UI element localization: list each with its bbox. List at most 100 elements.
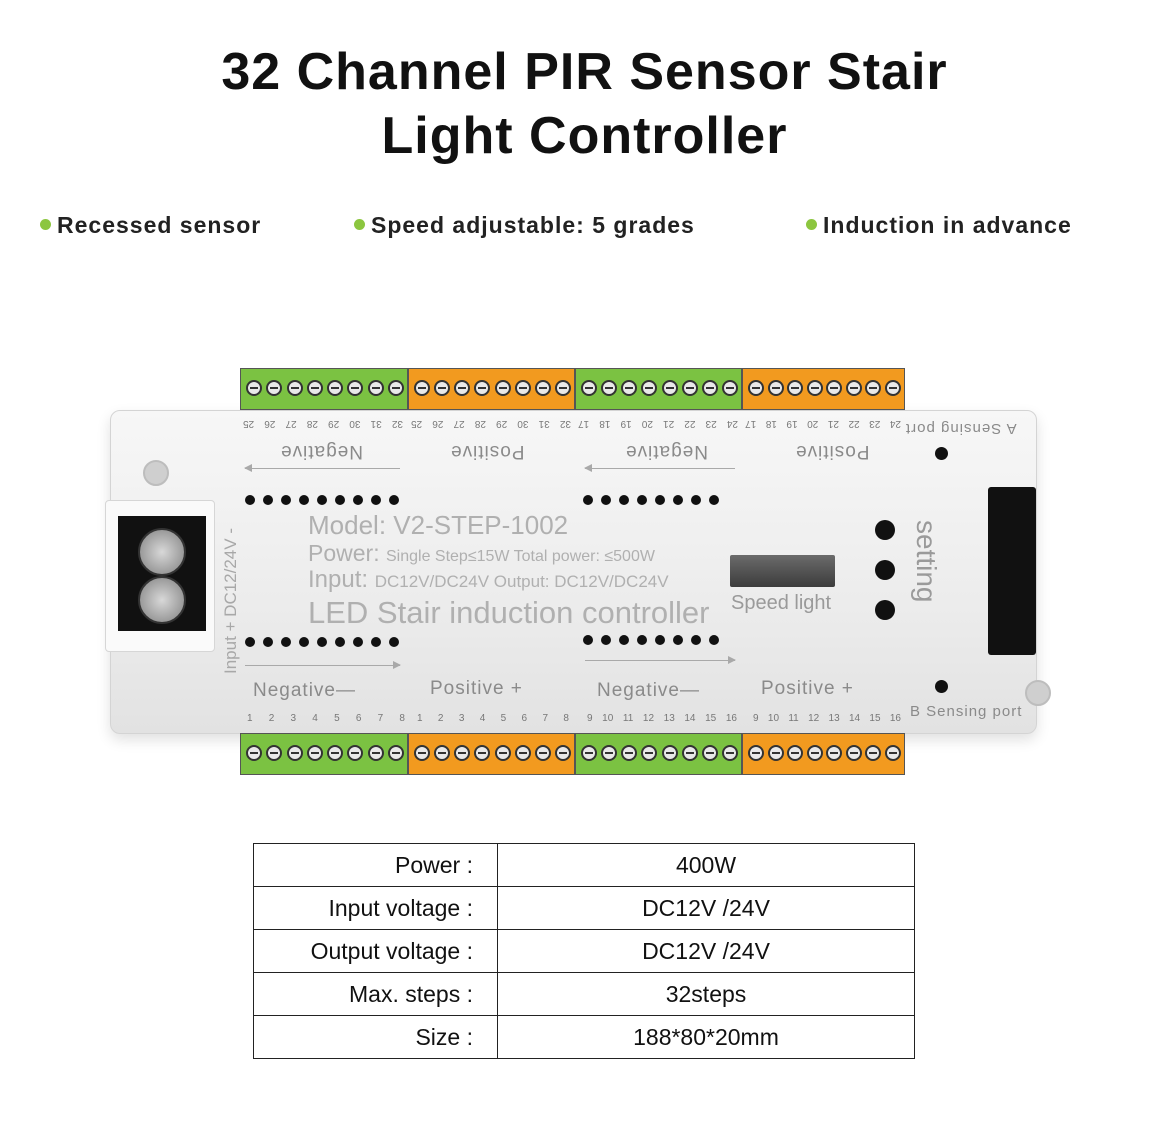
spec-table: Power : 400W Input voltage : DC12V /24V … (253, 843, 915, 1059)
mount-hole-right (1025, 680, 1051, 706)
terminal-screw-icon (621, 380, 638, 396)
terminal-screw-icon (748, 380, 764, 396)
terminal-screw-icon (806, 380, 823, 396)
page-title: 32 Channel PIR Sensor Stair Light Contro… (0, 40, 1169, 168)
terminal-screw-icon (474, 380, 491, 396)
terminal-block-top-4 (742, 368, 905, 410)
spec-value: DC12V /24V (497, 886, 915, 930)
terminal-screw-icon (681, 745, 698, 761)
terminal-screw-icon (601, 380, 618, 396)
bullet-dot-icon (354, 219, 365, 231)
terminal-screw-icon (286, 380, 303, 396)
input-side-label: Input + DC12/24V - (221, 528, 240, 675)
bullet-dot-icon (40, 219, 51, 231)
title-line-2: Light Controller (381, 107, 788, 165)
top-label-negative-1: Negative (280, 441, 363, 462)
bottom-label-positive-1: Positive + (430, 678, 523, 699)
feature-item: Speed adjustable: 5 grades (354, 212, 695, 239)
feature-item: Induction in advance (806, 212, 1072, 239)
terminal-screw-icon (514, 380, 531, 396)
terminal-screw-icon (641, 745, 658, 761)
arrow-left-icon (584, 464, 735, 472)
sensor-jack (988, 487, 1036, 655)
top-label-positive-2: Positive (795, 441, 870, 462)
input-text: Input: DC12V/DC24V Output: DC12V/DC24V (308, 566, 669, 593)
feature-list: Recessed sensor Speed adjustable: 5 grad… (0, 212, 1169, 242)
terminal-block-bottom-1 (240, 733, 408, 775)
bottom-label-positive-2: Positive + (761, 678, 854, 699)
terminal-screw-icon (494, 380, 511, 396)
setting-button-3[interactable] (875, 600, 895, 620)
terminal-screw-icon (581, 745, 597, 761)
terminal-screw-icon (494, 745, 511, 761)
terminal-block-bottom-2 (408, 733, 575, 775)
terminal-block-bottom-4 (742, 733, 905, 775)
spec-value: 32steps (497, 972, 915, 1016)
terminal-screw-icon (414, 380, 430, 396)
feature-label: Speed adjustable: 5 grades (371, 212, 695, 238)
terminal-screw-icon (327, 745, 344, 761)
table-row: Power : 400W (253, 843, 915, 887)
terminal-screw-icon (306, 745, 323, 761)
terminal-screw-icon (434, 745, 451, 761)
a-port-dot (935, 447, 948, 460)
terminal-screw-icon (722, 380, 738, 396)
spec-value: 188*80*20mm (497, 1015, 915, 1059)
terminal-screw-icon (388, 380, 404, 396)
arrow-left-icon (244, 464, 400, 472)
terminal-screw-icon (701, 745, 718, 761)
b-sensing-port-label: B Sensing port (910, 703, 1023, 720)
terminal-screw-icon (246, 745, 262, 761)
screw-icon (138, 528, 186, 576)
terminal-screw-icon (826, 380, 843, 396)
terminal-screw-icon (347, 380, 364, 396)
terminal-screw-icon (621, 745, 638, 761)
terminal-screw-icon (474, 745, 491, 761)
led-dots-bottom-right (583, 635, 719, 645)
terminal-screw-icon (865, 745, 882, 761)
spec-label: Input voltage : (253, 886, 498, 930)
terminal-screw-icon (388, 745, 404, 761)
setting-button-2[interactable] (875, 560, 895, 580)
terminal-screw-icon (661, 745, 678, 761)
power-input-terminal (105, 500, 215, 652)
bullet-dot-icon (806, 219, 817, 231)
spec-label: Output voltage : (253, 929, 498, 973)
terminal-screw-icon (885, 380, 901, 396)
terminal-screw-icon (767, 745, 784, 761)
feature-label: Induction in advance (823, 212, 1072, 238)
table-row: Max. steps : 32steps (253, 972, 915, 1016)
terminal-screw-icon (581, 380, 597, 396)
table-row: Output voltage : DC12V /24V (253, 929, 915, 973)
terminal-screw-icon (367, 380, 384, 396)
screw-icon (138, 576, 186, 624)
speed-display (730, 555, 835, 587)
led-dots-top-right (583, 495, 719, 505)
mount-hole-left (143, 460, 169, 486)
terminal-screw-icon (514, 745, 531, 761)
terminal-screw-icon (327, 380, 344, 396)
terminal-screw-icon (806, 745, 823, 761)
spec-label: Max. steps : (253, 972, 498, 1016)
feature-item: Recessed sensor (40, 212, 261, 239)
terminal-screw-icon (534, 380, 551, 396)
top-label-positive-1: Positive (450, 441, 525, 462)
led-dots-bottom-left (245, 637, 399, 647)
terminal-screw-icon (748, 745, 764, 761)
product-name-text: LED Stair induction controller (308, 595, 710, 630)
terminal-screw-icon (601, 745, 618, 761)
terminal-screw-icon (826, 745, 843, 761)
terminal-screw-icon (767, 380, 784, 396)
feature-label: Recessed sensor (57, 212, 262, 238)
setting-button-1[interactable] (875, 520, 895, 540)
terminal-screw-icon (787, 745, 804, 761)
terminal-screw-icon (787, 380, 804, 396)
arrow-right-icon (245, 661, 401, 669)
speed-light-label: Speed light (731, 592, 832, 614)
